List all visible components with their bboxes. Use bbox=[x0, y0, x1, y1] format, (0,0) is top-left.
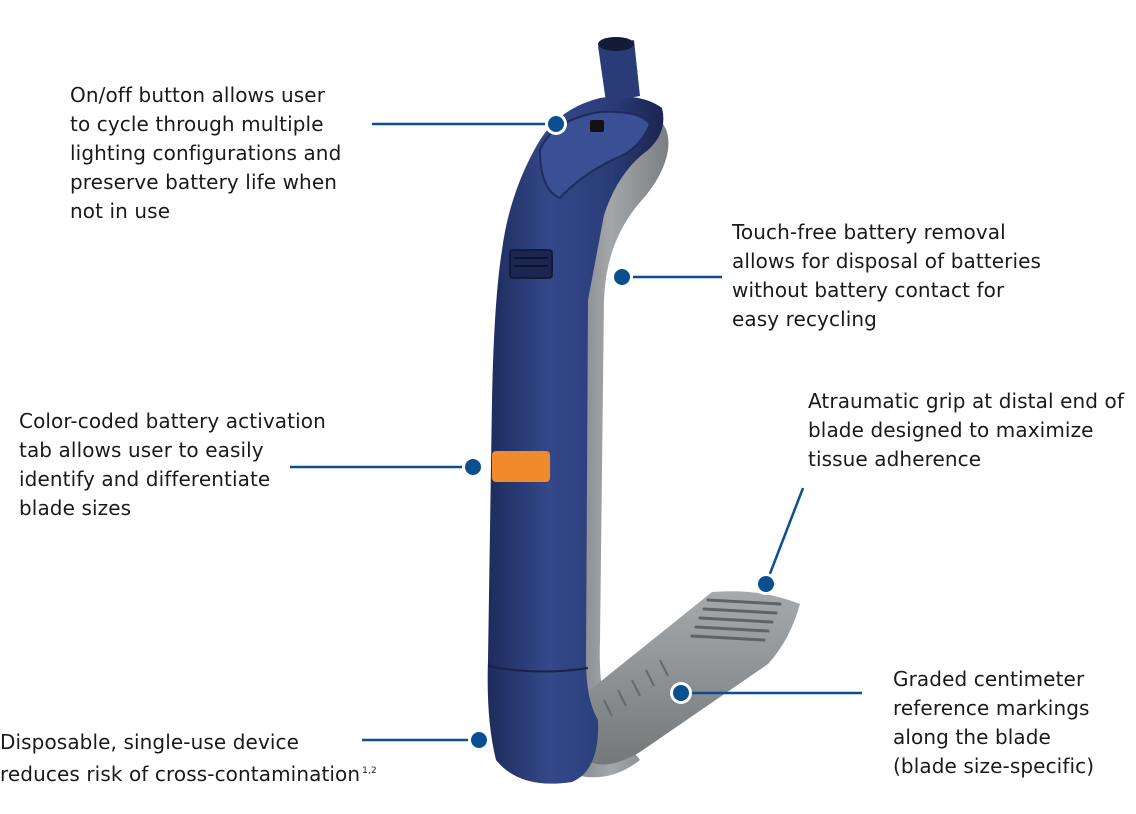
circle-dot-icon bbox=[755, 573, 777, 595]
callout-line: Graded centimeter bbox=[893, 667, 1085, 691]
callout-line: not in use bbox=[70, 199, 171, 223]
callout-line: blade designed to maximize bbox=[808, 418, 1094, 442]
light-tube bbox=[598, 40, 640, 102]
callout-line: Color-coded battery activation bbox=[19, 409, 326, 433]
reference-superscript: 1,2 bbox=[362, 766, 377, 776]
callout-line: preserve battery life when bbox=[70, 170, 338, 194]
light-tube-opening bbox=[598, 37, 634, 51]
circle-dot-icon bbox=[611, 266, 633, 288]
callout-line: to cycle through multiple bbox=[70, 112, 324, 136]
centimeter-markings bbox=[603, 659, 669, 717]
circle-dot-icon bbox=[462, 456, 484, 478]
leader-lines bbox=[290, 122, 862, 742]
callout-disposable: Disposable, single-use device reduces ri… bbox=[0, 728, 377, 789]
callout-line: tissue adherence bbox=[808, 447, 982, 471]
callout-markers bbox=[462, 113, 777, 751]
atraumatic-grip-ridges bbox=[690, 598, 782, 642]
on-off-button-icon bbox=[590, 120, 604, 132]
activation-tab-icon bbox=[492, 451, 550, 482]
callout-line: On/off button allows user bbox=[70, 83, 326, 107]
callout-line: along the blade bbox=[893, 725, 1051, 749]
callout-line: blade sizes bbox=[19, 496, 132, 520]
circle-dot-icon bbox=[670, 682, 692, 704]
button-panel bbox=[538, 110, 652, 200]
callout-line: Touch-free battery removal bbox=[732, 220, 1006, 244]
callout-line: identify and differentiate bbox=[19, 467, 271, 491]
callout-line: reference markings bbox=[893, 696, 1090, 720]
blade bbox=[590, 591, 800, 765]
battery-latch bbox=[509, 249, 553, 279]
circle-dot-icon bbox=[545, 113, 567, 135]
callout-line: allows for disposal of batteries bbox=[732, 249, 1042, 273]
callout-line: lighting configurations and bbox=[70, 141, 342, 165]
battery-cap-seam bbox=[487, 665, 589, 673]
callout-line: (blade size-specific) bbox=[893, 754, 1095, 778]
callout-on-off: On/off button allows user to cycle throu… bbox=[70, 81, 341, 226]
callout-grip: Atraumatic grip at distal end of blade d… bbox=[808, 387, 1124, 474]
callout-line: Disposable, single-use device bbox=[0, 730, 300, 754]
callout-line-text: reduces risk of cross-contamination bbox=[0, 762, 361, 786]
callout-line: Atraumatic grip at distal end of bbox=[808, 389, 1124, 413]
laryngoscope-device bbox=[487, 37, 800, 784]
circle-dot-icon bbox=[468, 729, 490, 751]
callout-line: tab allows user to easily bbox=[19, 438, 264, 462]
callout-battery-removal: Touch-free battery removal allows for di… bbox=[732, 218, 1041, 334]
callout-line: without battery contact for bbox=[732, 278, 1005, 302]
leader-line-grip bbox=[764, 487, 805, 585]
callout-graded-markings: Graded centimeter reference markings alo… bbox=[893, 665, 1094, 781]
callout-line: easy recycling bbox=[732, 307, 877, 331]
callout-color-coded: Color-coded battery activation tab allow… bbox=[19, 407, 326, 523]
